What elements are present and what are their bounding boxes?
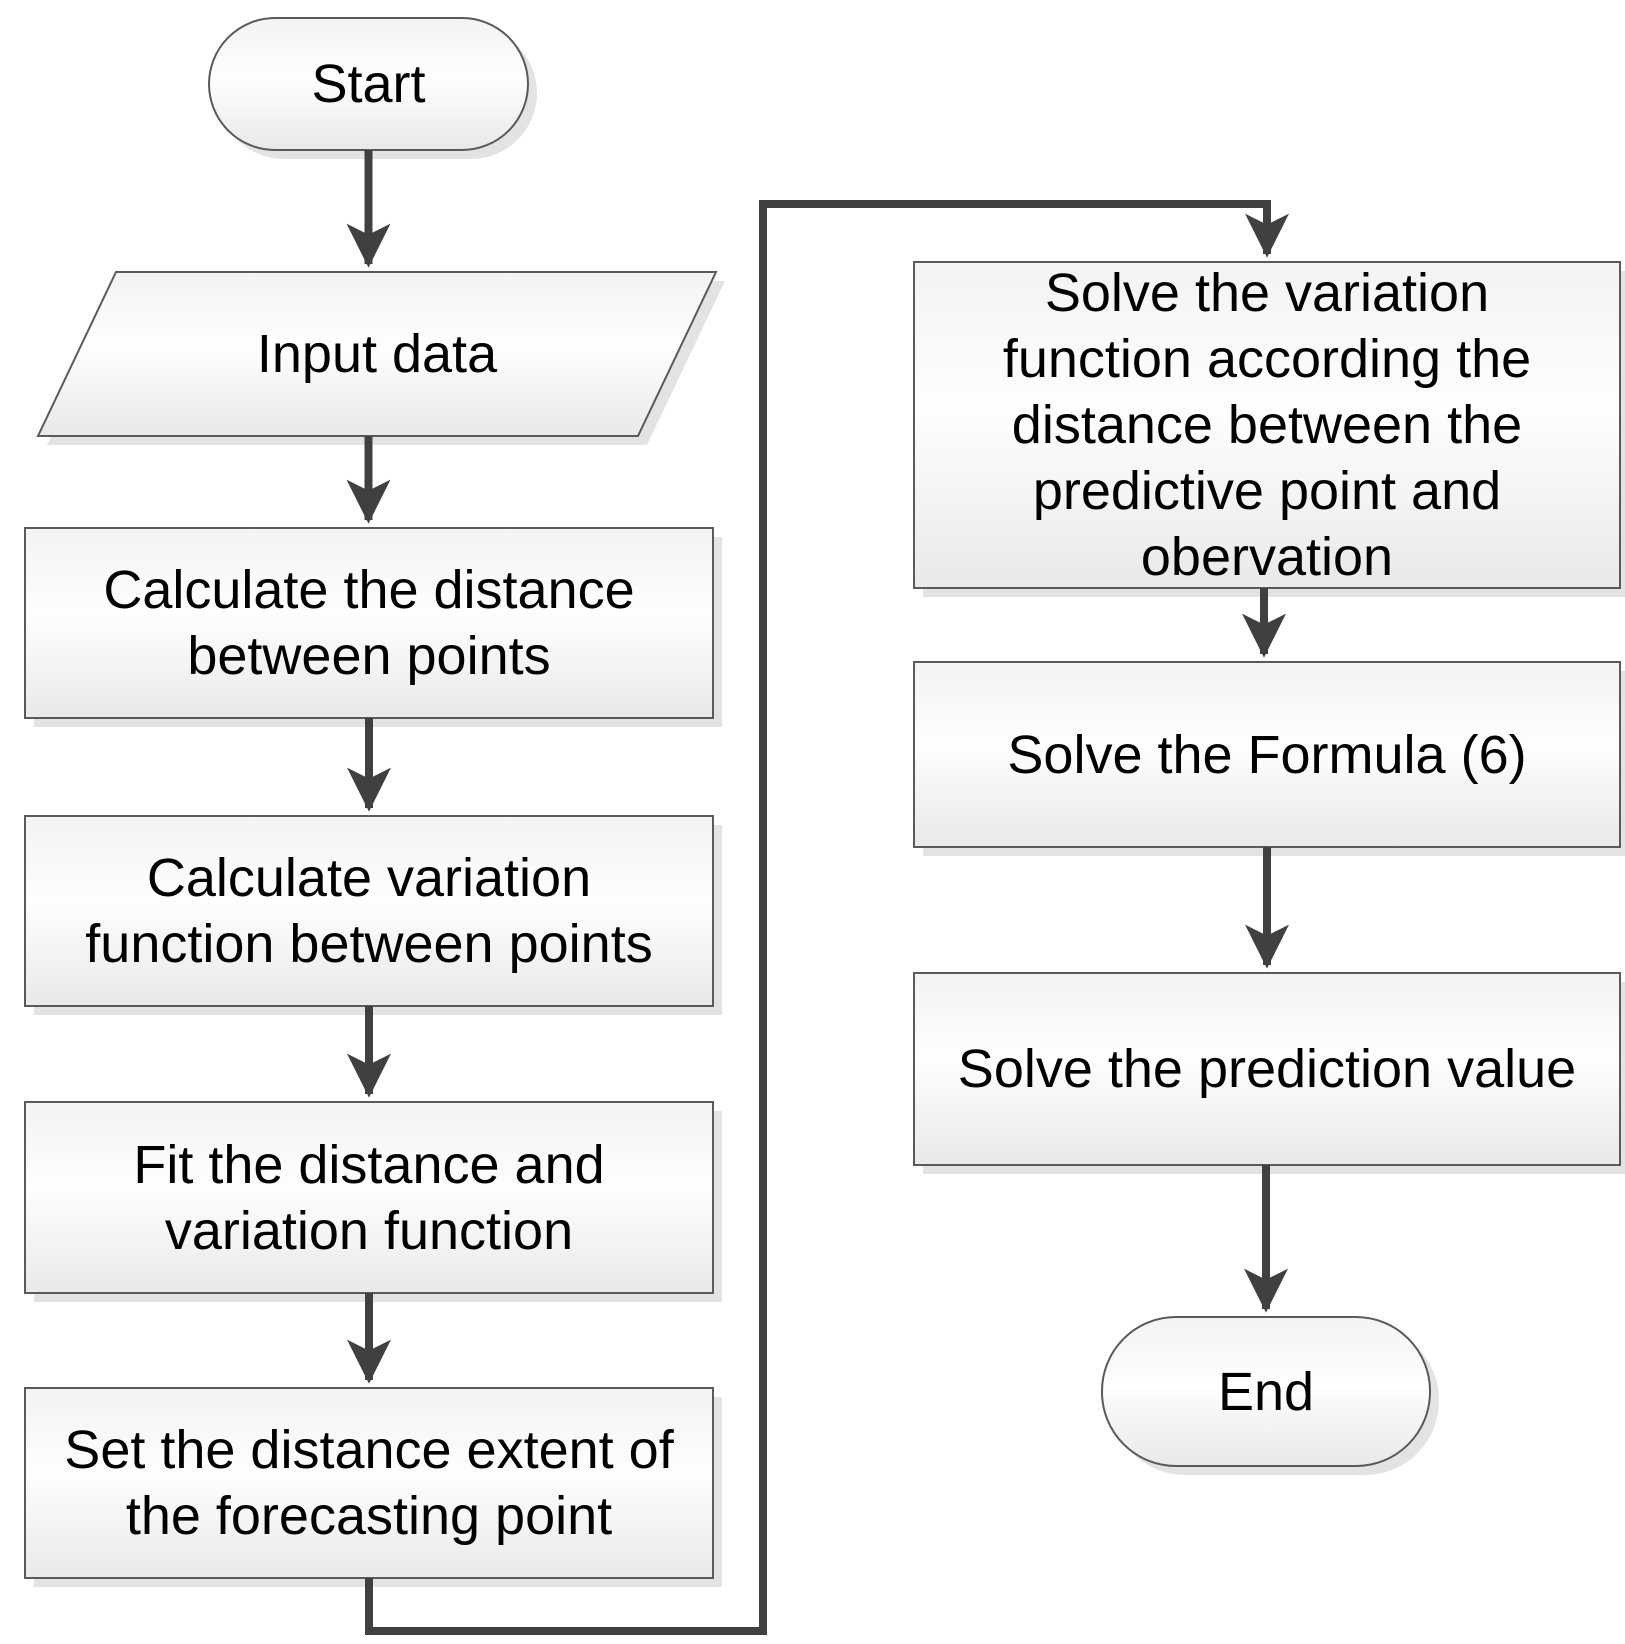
- calculate-distance-node-label: Calculate the distance between points: [103, 560, 635, 686]
- process-fit-distance-variation-shape: [24, 1101, 714, 1294]
- input-data-node-label: Input data: [256, 324, 498, 384]
- process-solve-prediction-shape: [913, 972, 1621, 1166]
- calculate-variation-node-label: Calculate variation function between poi…: [85, 848, 653, 974]
- start-node-label: Start: [311, 54, 426, 114]
- solve-formula-node-label: Solve the Formula (6): [1007, 724, 1527, 785]
- process-set-distance-extent-shape: [24, 1387, 714, 1579]
- solve-variation-function-node-label: Solve the variation function according t…: [1002, 263, 1532, 587]
- fit-distance-variation-node-label: Fit the distance and variation function: [133, 1134, 605, 1261]
- input-data-parallelogram-shape: [36, 271, 718, 437]
- process-calculate-variation-shape: [24, 815, 714, 1007]
- connector-set-extent-to-solve-variation: [365, 200, 1289, 1635]
- end-terminator-shape: [1101, 1316, 1431, 1467]
- end-node-label: End: [1217, 1361, 1315, 1422]
- process-solve-variation-function-shape: [913, 261, 1621, 589]
- process-calculate-distance-shape: [24, 527, 714, 719]
- set-distance-extent-node-label: Set the distance extent of the forecasti…: [64, 1420, 674, 1546]
- solve-prediction-node-label: Solve the prediction value: [957, 1039, 1577, 1099]
- process-solve-formula-shape: [913, 661, 1621, 848]
